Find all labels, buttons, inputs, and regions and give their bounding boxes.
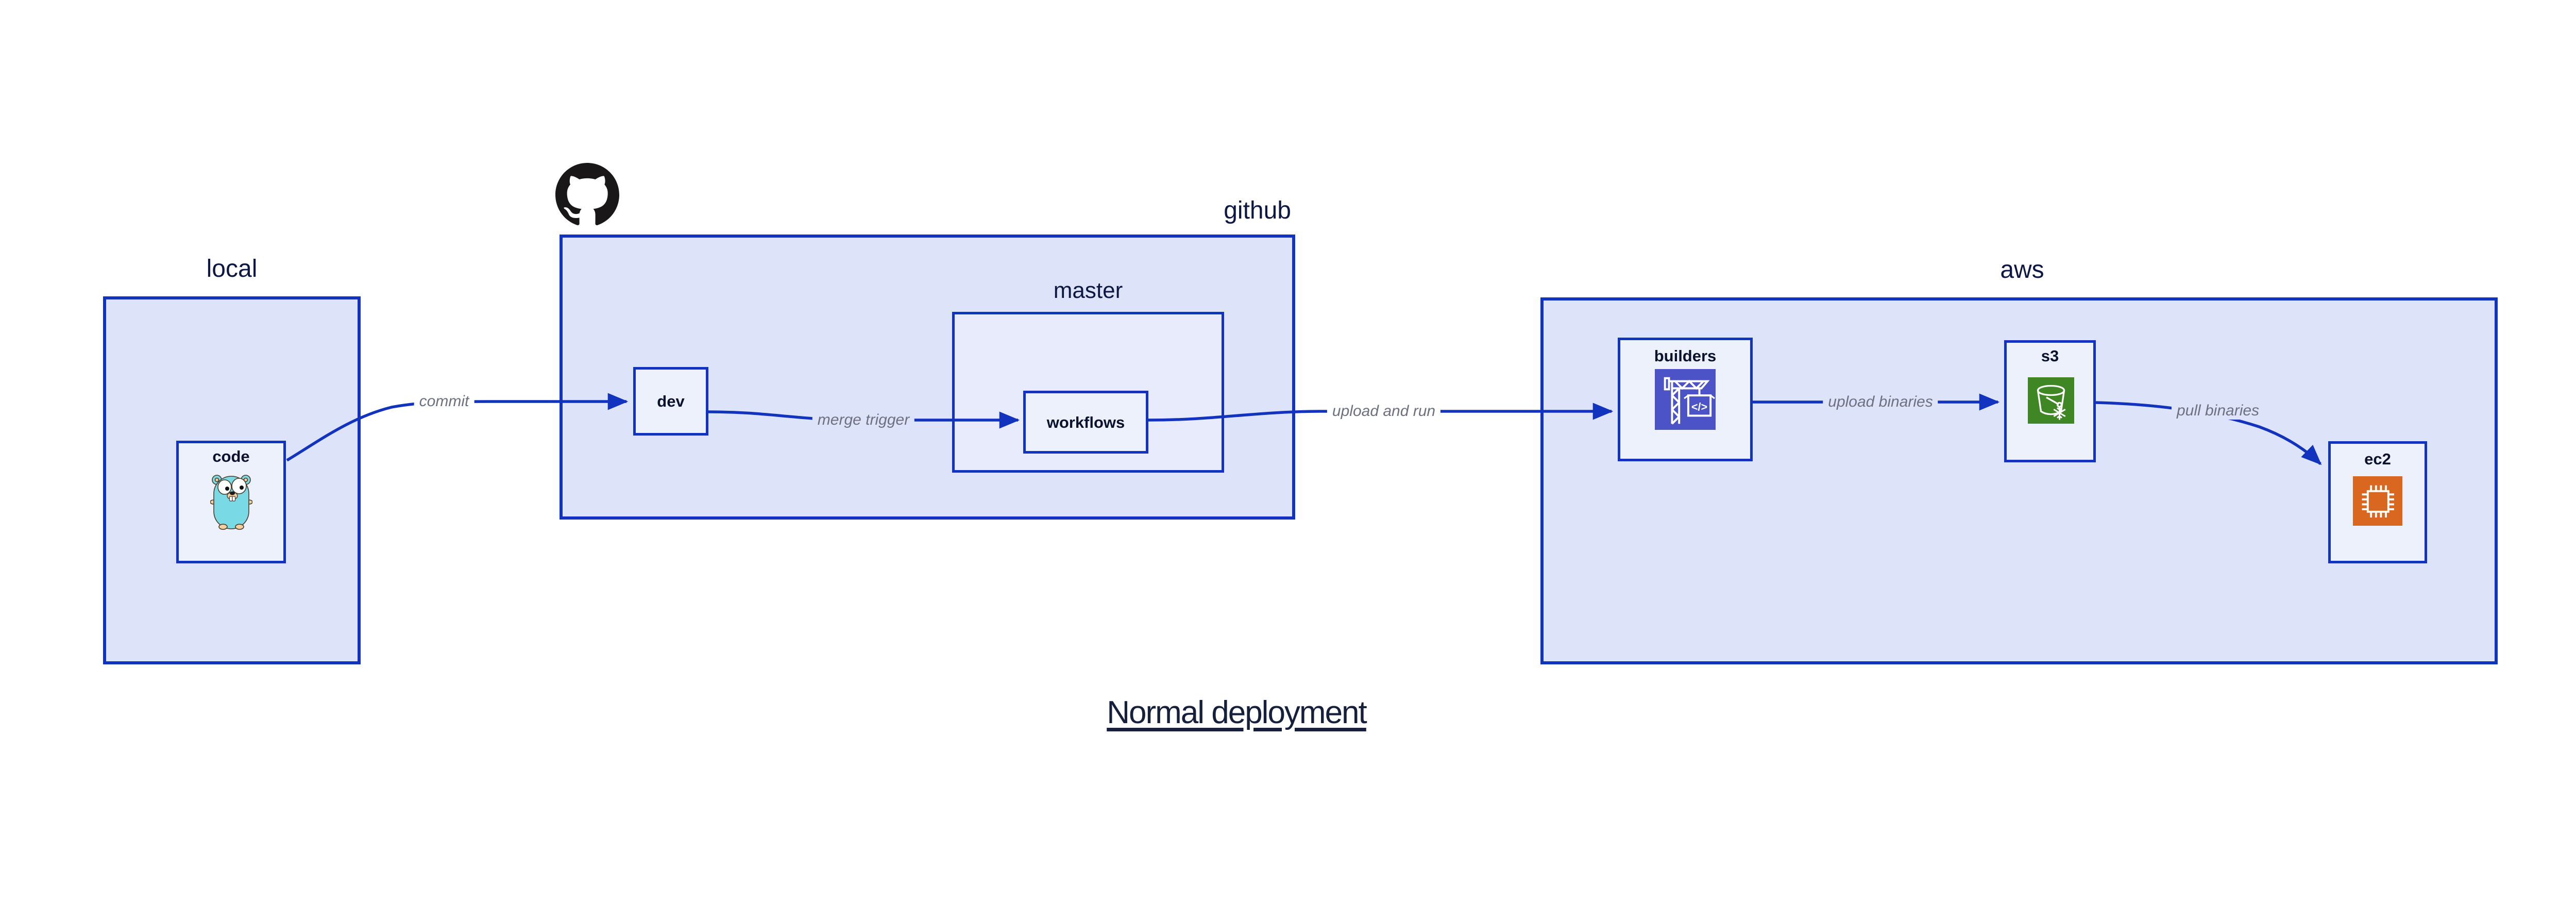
s3-node-label: s3 [2041, 347, 2059, 365]
edge-label-merge-trigger: merge trigger [812, 411, 915, 429]
edge-label-commit: commit [414, 393, 474, 410]
code-node-label: code [212, 447, 250, 465]
go-gopher-icon [210, 475, 252, 530]
dev-node-box [633, 367, 708, 436]
aws-codebuild-crane-icon: </> [1655, 369, 1716, 430]
edge-label-pull-binaries: pull binaries [2171, 402, 2265, 420]
dev-node-label: dev [657, 392, 685, 410]
aws-container-label: aws [2000, 256, 2044, 283]
workflows-node-box [1023, 391, 1148, 454]
edge-label-upload-and-run: upload and run [1327, 403, 1441, 420]
diagram-title: Normal deployment [1107, 695, 1367, 730]
local-container-label: local [206, 255, 258, 282]
workflows-node-label: workflows [1046, 413, 1125, 431]
edge-label-upload-binaries: upload binaries [1823, 393, 1938, 411]
ec2-node-label: ec2 [2364, 450, 2391, 468]
github-container-label: github [1224, 197, 1291, 224]
github-octocat-icon [555, 163, 619, 225]
svg-text:</>: </> [1691, 400, 1707, 413]
builders-node-label: builders [1654, 347, 1717, 365]
master-container-label: master [1053, 278, 1123, 303]
aws-s3-glacier-bucket-icon [2028, 377, 2074, 424]
aws-ec2-chip-icon [2353, 476, 2402, 526]
